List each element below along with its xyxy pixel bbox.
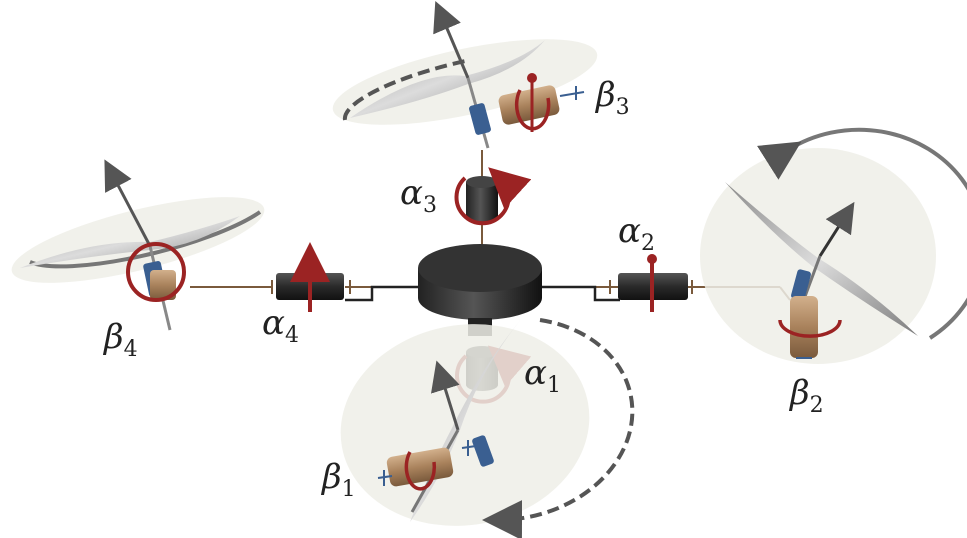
beta4-servo <box>126 242 186 302</box>
rotor-4 <box>11 159 265 331</box>
alpha4-servo <box>271 242 351 312</box>
rotor-1 <box>340 318 635 538</box>
arm-brackets <box>345 285 620 302</box>
label-alpha2: α2 <box>618 211 655 256</box>
label-beta1: β1 <box>320 457 356 502</box>
label-beta4: β4 <box>102 317 138 362</box>
rotor-2 <box>700 127 967 364</box>
label-beta2: β2 <box>788 373 824 418</box>
label-alpha4: α4 <box>262 303 299 348</box>
label-beta3: β3 <box>594 75 630 120</box>
alpha2-servo <box>609 254 693 312</box>
beta1-servo <box>377 440 477 491</box>
central-body <box>418 244 542 336</box>
label-alpha1: α1 <box>524 353 561 398</box>
rotor-3 <box>332 0 598 149</box>
label-alpha3: α3 <box>400 173 437 218</box>
alpha3-servo <box>454 167 532 226</box>
beta2-servo <box>778 296 842 359</box>
beta3-servo <box>498 73 585 132</box>
